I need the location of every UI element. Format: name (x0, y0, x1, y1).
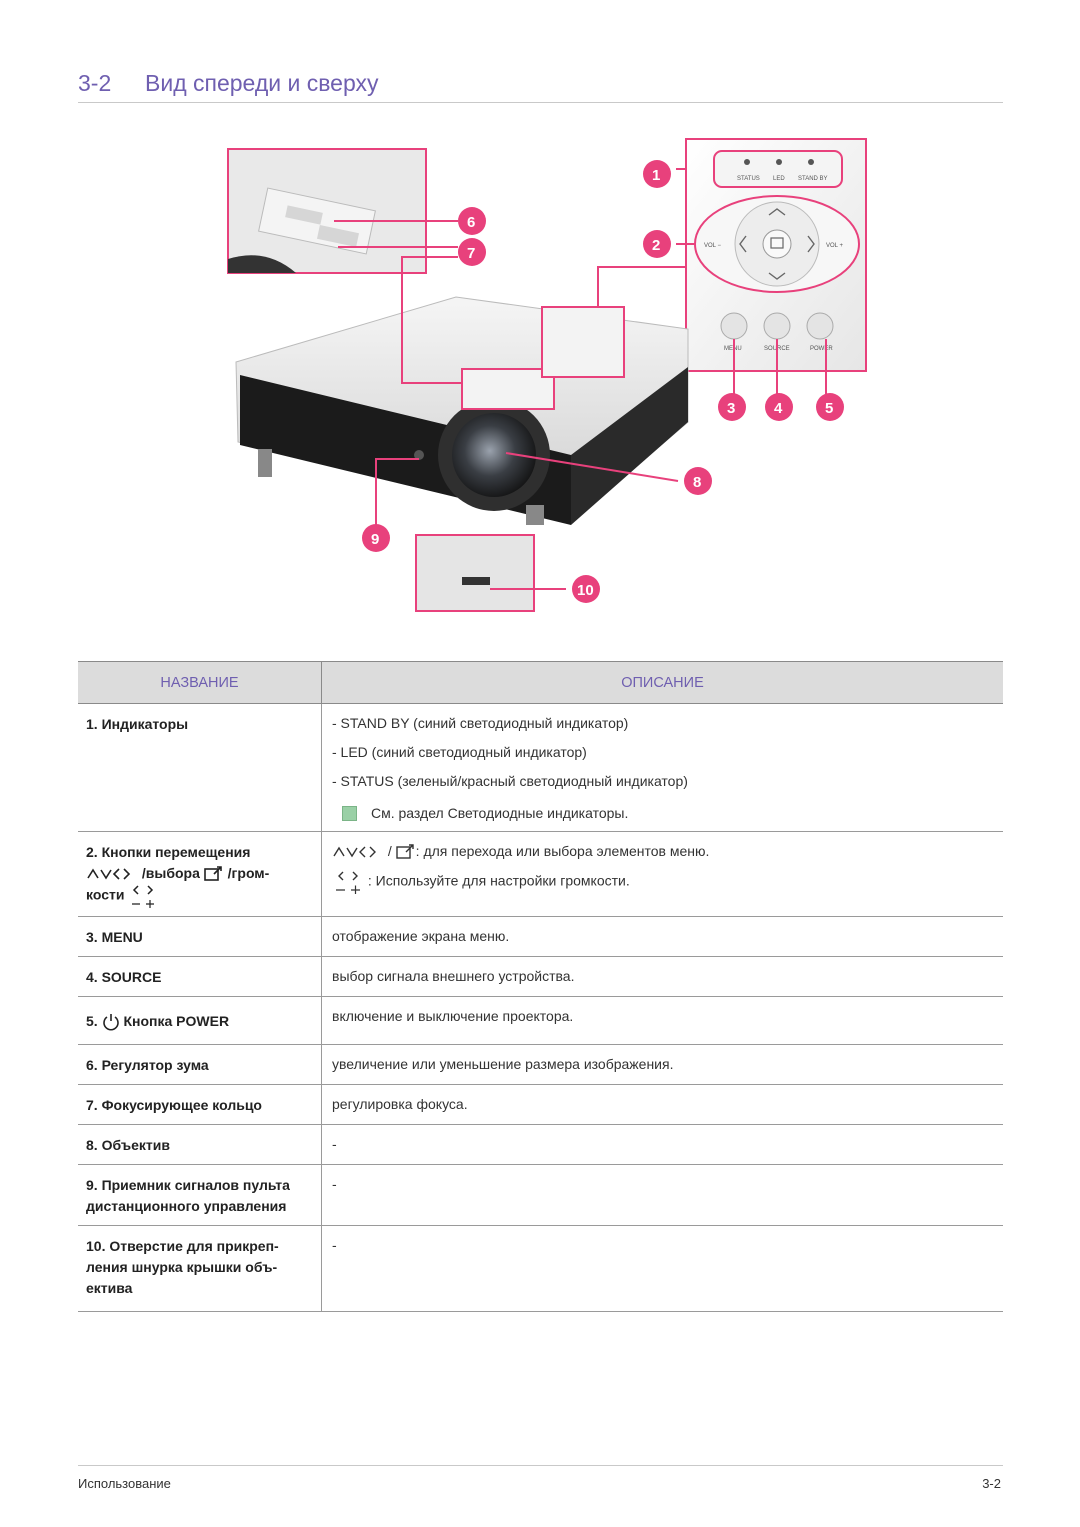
part-name-line: /гром- (227, 865, 270, 881)
description-line: - LED (синий светодиодный индикатор) (332, 744, 587, 760)
power-icon (102, 1014, 119, 1031)
description-line: - STAND BY (синий светодиодный индикатор… (332, 715, 629, 731)
part-name: 2. Кнопки перемещения /выбора /гром- кос… (78, 831, 322, 917)
description-text: : Используйте для настройки громкости. (367, 872, 630, 889)
parts-table: НАЗВАНИЕ ОПИСАНИЕ 1. Индикаторы - STAND … (78, 661, 1003, 1312)
callout-marker (643, 230, 671, 258)
projector-illustration: STATUS LED STAND BY VOL − VOL + MENU SOU… (227, 138, 867, 612)
select-icon (203, 866, 222, 882)
part-description: - (321, 1225, 1003, 1312)
note-icon (342, 805, 357, 821)
footer-section: Использование (78, 1476, 171, 1491)
note: См. раздел Светодиодные индикаторы. (332, 803, 993, 823)
part-name: 4. SOURCE (78, 956, 322, 997)
description-line: : Используйте для настройки громкости. (332, 870, 993, 894)
description-line: - STATUS (зеленый/красный светодиодный и… (332, 773, 688, 789)
part-name: 1. Индикаторы (78, 703, 322, 832)
callout-number: 3 (727, 400, 735, 417)
table-row: 2. Кнопки перемещения /выбора /гром- кос… (78, 831, 1003, 917)
arrow-buttons-icon (333, 846, 376, 858)
part-description: / : для перехода или выбора элементов ме… (321, 831, 1003, 917)
callout-number: 9 (371, 531, 379, 548)
callout-number: 6 (467, 214, 475, 231)
volume-buttons-icon (336, 871, 360, 894)
arrow-buttons-icon (87, 868, 131, 880)
indicator-label: STAND BY (798, 176, 828, 182)
part-name-text: Кнопка POWER (123, 1013, 230, 1029)
part-name: 6. Регулятор зума (78, 1044, 322, 1085)
lens-cap-hole-inset (415, 534, 566, 612)
section-header: 3-2 Вид спереди и сверху (78, 70, 1003, 103)
zoom-focus-inset (227, 148, 458, 274)
table-row: 7. Фокусирующее кольцо регулировка фокус… (78, 1084, 1003, 1125)
part-number: 5. (86, 1013, 98, 1029)
callout-number: 8 (693, 474, 701, 491)
part-description: увеличение или уменьшение размера изобра… (321, 1044, 1003, 1085)
indicator-label: LED (773, 176, 785, 182)
callout-number: 5 (825, 400, 833, 417)
part-description: - (321, 1124, 1003, 1165)
callout-number: 10 (577, 582, 594, 599)
callout-number: 2 (652, 237, 660, 254)
part-description: выбор сигнала внешнего устройства. (321, 956, 1003, 997)
table-row: 10. Отверстие для прикреп- ления шнурка … (78, 1225, 1003, 1312)
callout-marker (458, 207, 486, 235)
table-row: 9. Приемник сигналов пульта дистанционно… (78, 1164, 1003, 1226)
part-name: 9. Приемник сигналов пульта дистанционно… (78, 1164, 322, 1226)
projector-body (235, 256, 689, 527)
callout-marker (572, 575, 600, 603)
indicator-label: STATUS (737, 176, 760, 182)
part-description: - STAND BY (синий светодиодный индикатор… (321, 703, 1003, 832)
part-description: включение и выключение проектора. (321, 996, 1003, 1045)
description-text: : для перехода или выбора элементов меню… (415, 843, 710, 859)
part-name-line: /выбора (141, 865, 200, 881)
table-row: 6. Регулятор зума увеличение или уменьше… (78, 1044, 1003, 1085)
table-row: 4. SOURCE выбор сигнала внешнего устройс… (78, 956, 1003, 997)
part-name: 7. Фокусирующее кольцо (78, 1084, 322, 1125)
part-name-line: 2. Кнопки перемещения (86, 844, 251, 860)
callout-number: 7 (467, 245, 475, 262)
slash-separator: / (387, 843, 392, 859)
part-description: отображение экрана меню. (321, 916, 1003, 957)
part-name: 3. MENU (78, 916, 322, 957)
table-row: 8. Объектив - (78, 1124, 1003, 1165)
volume-buttons-icon (132, 885, 155, 908)
page-title: Вид спереди и сверху (145, 70, 379, 96)
callout-markers: 1 2 3 4 5 6 7 8 9 10 (362, 160, 844, 603)
callout-number: 1 (652, 167, 660, 184)
table-row: 5. Кнопка POWER включение и выключение п… (78, 996, 1003, 1045)
note-text: См. раздел Светодиодные индикаторы. (371, 805, 629, 821)
part-name: 8. Объектив (78, 1124, 322, 1165)
part-name: 10. Отверстие для прикреп- ления шнурка … (78, 1225, 322, 1312)
callout-marker (765, 393, 793, 421)
volume-plus-label: VOL + (826, 243, 843, 249)
page-number: 3-2 (982, 1476, 1001, 1491)
part-description: регулировка фокуса. (321, 1084, 1003, 1125)
description-line: / : для перехода или выбора элементов ме… (332, 841, 993, 861)
callout-marker (643, 160, 671, 188)
volume-minus-label: VOL − (704, 243, 721, 249)
callout-marker (684, 467, 712, 495)
part-name: 5. Кнопка POWER (78, 996, 322, 1045)
callout-marker (816, 393, 844, 421)
callout-marker (718, 393, 746, 421)
control-panel-inset: STATUS LED STAND BY VOL − VOL + MENU SOU… (676, 138, 867, 395)
column-header-description: ОПИСАНИЕ (321, 661, 1003, 704)
select-icon (395, 844, 414, 859)
button-label: POWER (810, 346, 833, 352)
callout-marker (362, 524, 390, 552)
part-description: - (321, 1164, 1003, 1226)
page-footer: Использование 3-2 (78, 1465, 1003, 1491)
callout-number: 4 (774, 400, 783, 417)
column-header-name: НАЗВАНИЕ (78, 661, 322, 704)
part-name-line: кости (86, 886, 125, 903)
callout-marker (458, 238, 486, 266)
button-label: MENU (724, 346, 742, 352)
table-row: 1. Индикаторы - STAND BY (синий светодио… (78, 703, 1003, 832)
table-row: 3. MENU отображение экрана меню. (78, 916, 1003, 957)
section-number: 3-2 (78, 70, 112, 96)
